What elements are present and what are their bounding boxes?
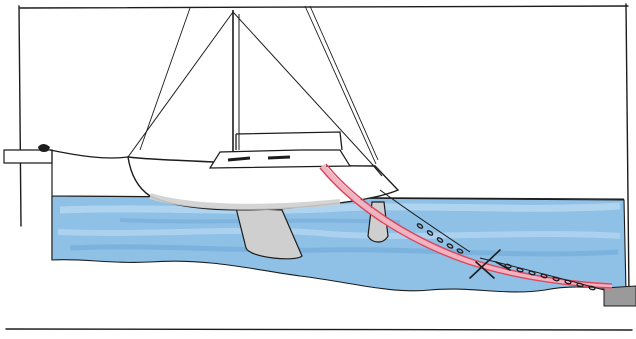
cabin [208, 149, 352, 169]
chain [379, 189, 605, 291]
shore-mooring-line [49, 149, 129, 159]
anchor-icon [469, 249, 511, 279]
keel [235, 207, 303, 260]
dock-bollard-icon [38, 144, 50, 152]
mooring-block [603, 285, 636, 307]
sketch-frame [5, 3, 633, 331]
sailboat [127, 5, 400, 260]
dock [3, 144, 53, 260]
